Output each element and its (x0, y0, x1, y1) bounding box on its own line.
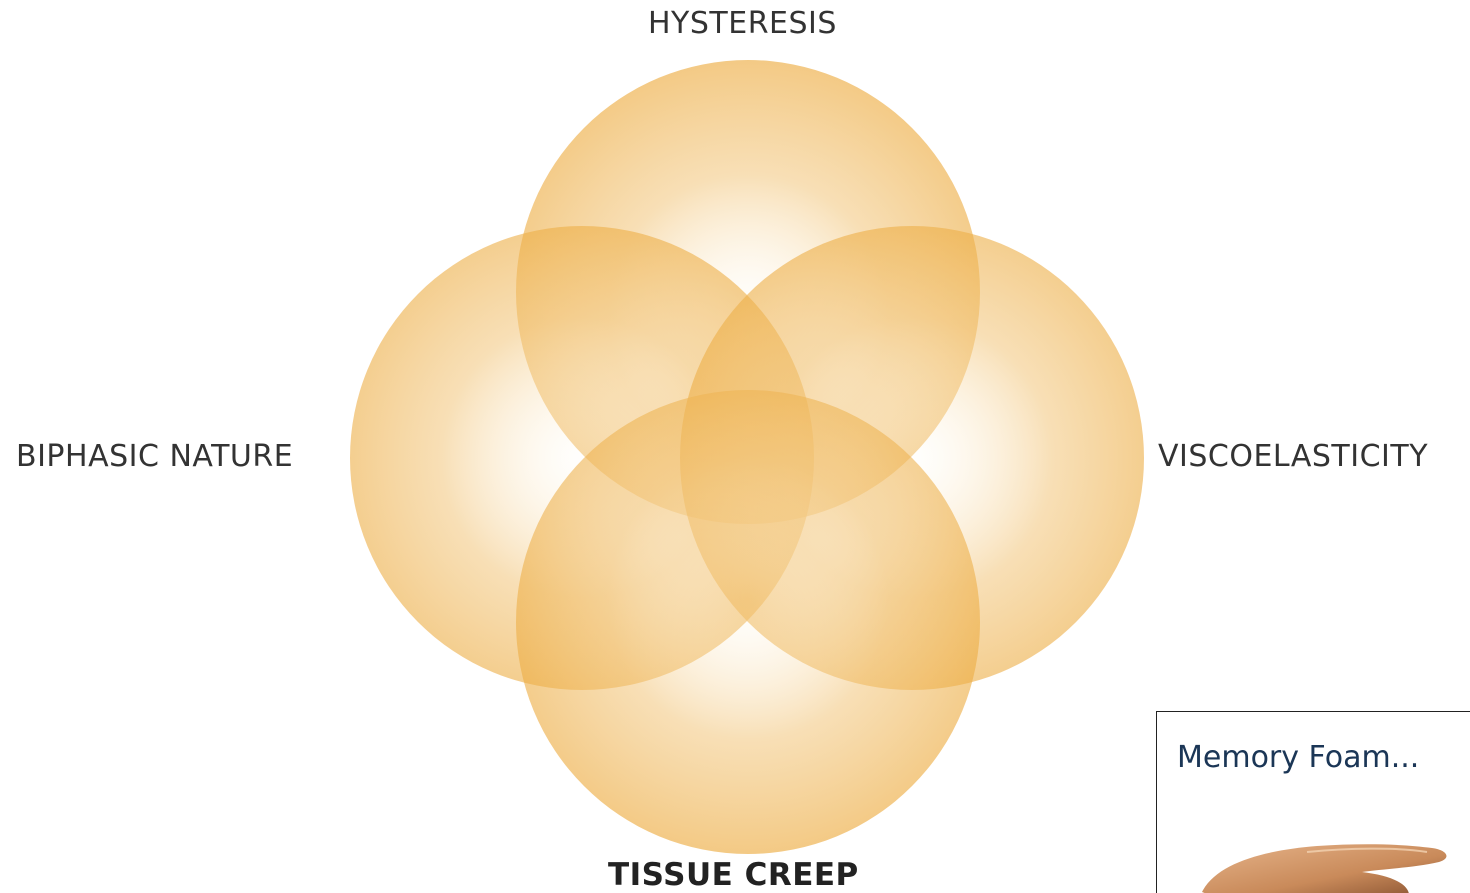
circle-tissue-creep (516, 390, 980, 854)
label-hysteresis: HYSTERESIS (648, 6, 837, 41)
inset-title: Memory Foam... (1177, 740, 1419, 775)
label-tissue-creep: TISSUE CREEP (608, 857, 859, 893)
label-viscoelasticity: VISCOELASTICITY (1158, 439, 1428, 474)
label-biphasic-nature: BIPHASIC NATURE (16, 439, 293, 474)
memory-foam-inset: Memory Foam... (1156, 711, 1470, 893)
